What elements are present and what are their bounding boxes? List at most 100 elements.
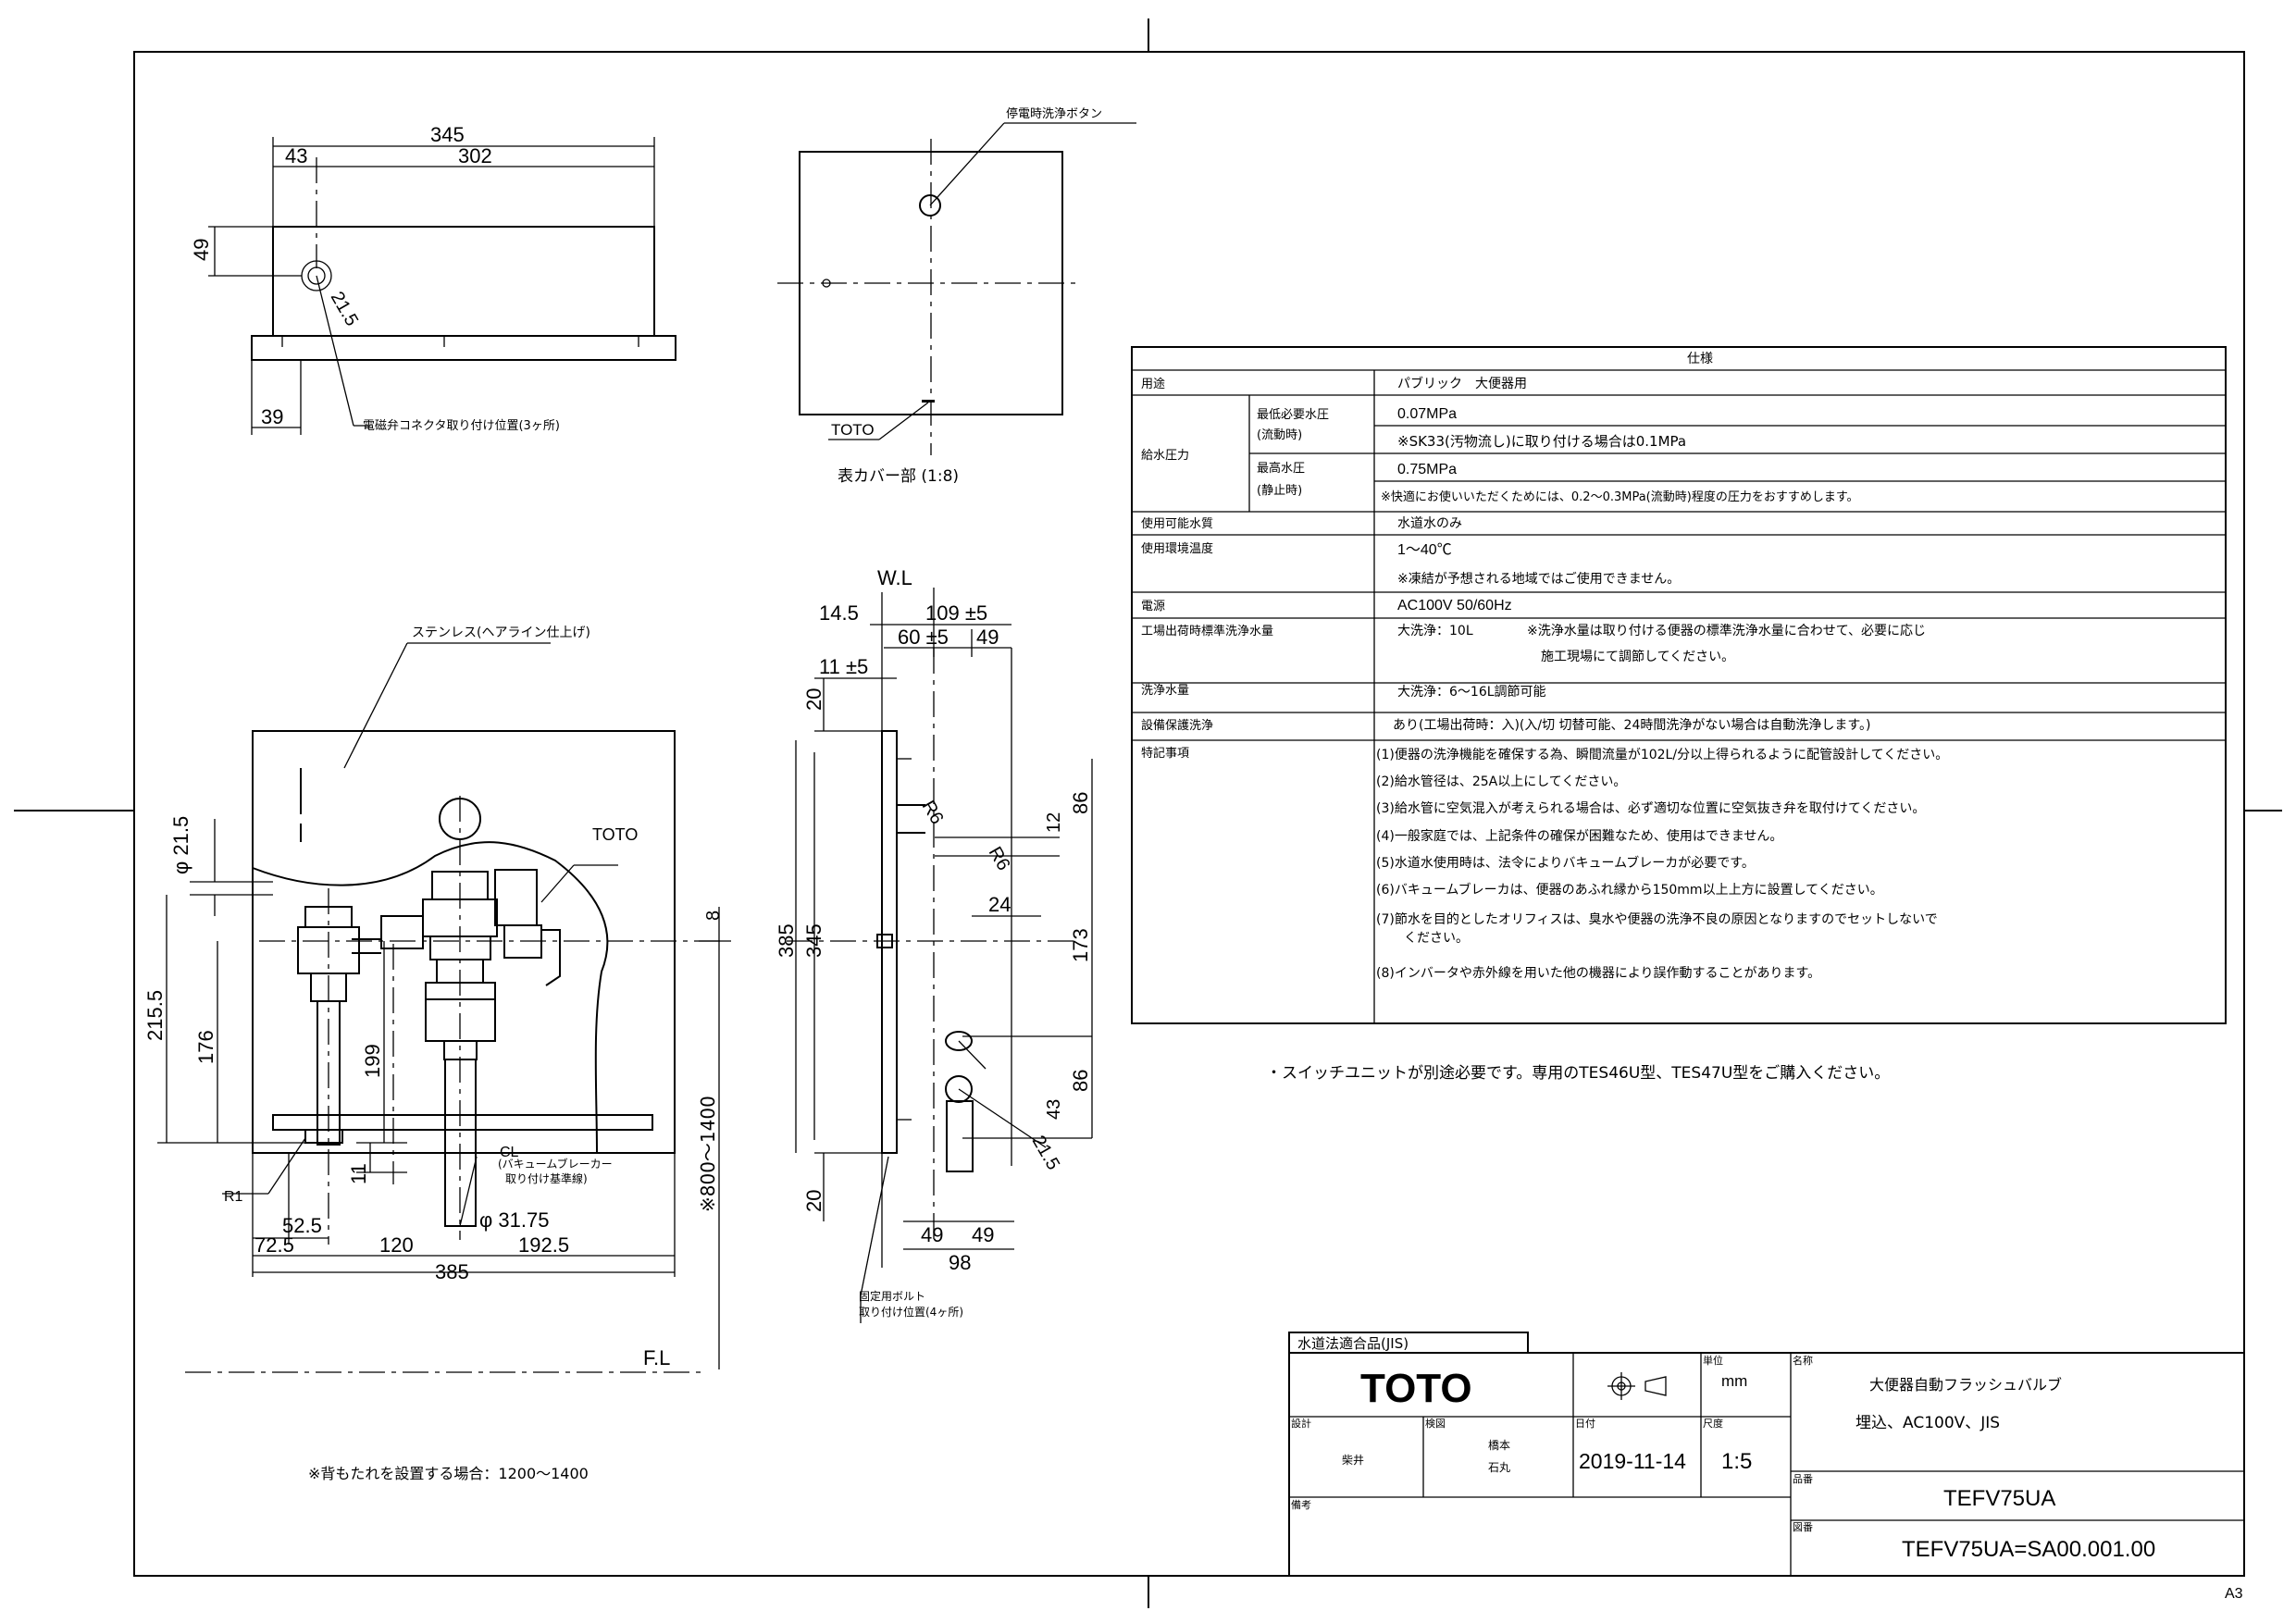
dim-43-side: 43 bbox=[1044, 1099, 1064, 1120]
checker-1: 橋本 bbox=[1488, 1439, 1510, 1452]
side-view: W.L 14.5 109 ±5 60 ±5 49 11 ±5 20 385 34… bbox=[775, 566, 1093, 1323]
dim-120: 120 bbox=[379, 1233, 414, 1257]
dim-72-5: 72.5 bbox=[254, 1233, 294, 1257]
dim-11-side: 11 ±5 bbox=[819, 655, 868, 678]
spec-pressure-sub2: 最高水圧 bbox=[1257, 461, 1305, 476]
spec-factory-label: 工場出荷時標準洗浄水量 bbox=[1141, 624, 1273, 638]
bolt-note-1: 固定用ボルト bbox=[859, 1289, 925, 1303]
dim-215-5: 215.5 bbox=[143, 990, 167, 1041]
material-note: ステンレス(ヘアライン仕上げ) bbox=[412, 626, 590, 640]
dim-20-top: 20 bbox=[802, 688, 825, 711]
dim-39: 39 bbox=[261, 405, 283, 428]
dim-86-bottom: 86 bbox=[1069, 1070, 1092, 1092]
dim-98: 98 bbox=[949, 1251, 971, 1274]
cl-note-1: (バキュームブレーカー bbox=[498, 1157, 613, 1171]
dim-21-5: 21.5 bbox=[327, 289, 363, 330]
spec-note-3: (3)給水管に空気混入が考えられる場合は、必ず適切な位置に空気抜き弁を取付けてく… bbox=[1376, 800, 1925, 816]
dim-11: 11 bbox=[347, 1163, 370, 1184]
spec-temp-label: 使用環境温度 bbox=[1141, 541, 1213, 556]
spec-note-5: (5)水道水使用時は、法令によりバキュームブレーカが必要です。 bbox=[1376, 855, 1755, 871]
spec-pressure-sub2b: (静止時) bbox=[1257, 484, 1302, 498]
sheet-border bbox=[133, 51, 2245, 1577]
spec-water-value: 水道水のみ bbox=[1397, 516, 1462, 531]
dim-52-5: 52.5 bbox=[282, 1214, 322, 1237]
dim-60: 60 ±5 bbox=[898, 626, 949, 649]
spec-table: 仕様 用途 パブリック 大便器用 給水圧力 最低必要水圧 (流動時) 0.07M… bbox=[1131, 346, 2227, 1024]
dim-49-b: 49 bbox=[972, 1223, 994, 1246]
dim-385: 385 bbox=[435, 1260, 469, 1283]
spec-protect-value: あり(工場出荷時：入)(入/切 切替可能、24時間洗浄がない場合は自動洗浄します… bbox=[1393, 718, 1870, 733]
spec-header: 仕様 bbox=[1687, 352, 1713, 366]
unit-value: mm bbox=[1721, 1372, 1747, 1390]
dim-199: 199 bbox=[361, 1044, 384, 1078]
connector-note: 電磁弁コネクタ取り付け位置(3ヶ所) bbox=[363, 419, 560, 433]
dim-43: 43 bbox=[285, 144, 307, 167]
spec-water-label: 使用可能水質 bbox=[1141, 516, 1213, 531]
dim-302: 302 bbox=[458, 144, 492, 167]
title-logo: TOTO bbox=[1360, 1366, 1472, 1411]
spec-note-7b: ください。 bbox=[1404, 931, 1469, 946]
spec-factory-value-c: 施工現場にて調節してください。 bbox=[1541, 649, 1734, 664]
dim-86-top: 86 bbox=[1069, 792, 1092, 814]
front-brand: TOTO bbox=[592, 825, 638, 844]
bolt-note-2: 取り付け位置(4ヶ所) bbox=[859, 1305, 963, 1319]
spec-row-use-label: 用途 bbox=[1141, 377, 1165, 391]
projection-symbol-icon bbox=[1607, 1372, 1667, 1400]
spec-pressure-sub1: 最低必要水圧 bbox=[1257, 408, 1329, 422]
spec-footnote: ・スイッチユニットが別途必要です。専用のTES46U型、TES47U型をご購入く… bbox=[1266, 1064, 1890, 1083]
emergency-button-label: 停電時洗浄ボタン bbox=[1006, 106, 1102, 121]
wl-label: W.L bbox=[877, 566, 912, 589]
dim-pipe-dia: φ 21.5 bbox=[169, 816, 192, 874]
dim-cl: CL bbox=[500, 1145, 519, 1160]
spec-pressure-label: 給水圧力 bbox=[1141, 449, 1189, 463]
spec-factory-value-b: ※洗浄水量は取り付ける便器の標準洗浄水量に合わせて、必要に応じ bbox=[1527, 624, 1926, 638]
name-label: 名称 bbox=[1793, 1354, 1813, 1367]
top-view: 345 43 302 49 39 21.5 電磁弁コネクタ取り付け位置(3ヶ所) bbox=[190, 123, 676, 435]
dim-12: 12 bbox=[1044, 812, 1064, 833]
dim-345-side: 345 bbox=[802, 923, 825, 958]
spec-temp-value2: ※凍結が予想される地域ではご使用できません。 bbox=[1397, 571, 1680, 587]
design-label: 設計 bbox=[1291, 1417, 1311, 1430]
date-value: 2019-11-14 bbox=[1579, 1449, 1686, 1473]
dim-8: 8 bbox=[703, 911, 724, 921]
spec-pressure-val1b: ※SK33(汚物流し)に取り付ける場合は0.1MPa bbox=[1397, 433, 1686, 450]
spec-note-8: (8)インバータや赤外線を用いた他の機器により誤作動することがあります。 bbox=[1376, 966, 1820, 981]
spec-factory-value: 大洗浄：10L bbox=[1397, 624, 1473, 638]
unit-label: 単位 bbox=[1703, 1354, 1723, 1367]
dim-r6-a: R6 bbox=[918, 798, 948, 828]
dim-24: 24 bbox=[988, 893, 1011, 916]
spec-power-value: AC100V 50/60Hz bbox=[1397, 598, 1512, 613]
dim-20-bottom: 20 bbox=[802, 1190, 825, 1212]
product-name-1: 大便器自動フラッシュバルブ bbox=[1869, 1376, 2062, 1394]
spec-flush-value: 大洗浄：6～16L調節可能 bbox=[1397, 684, 1546, 700]
dim-14-5: 14.5 bbox=[819, 601, 859, 625]
title-block: 水道法適合品(JIS) TOTO 単位 mm 尺度 1:5 名称 大便器自動フラ… bbox=[1288, 1332, 2245, 1577]
emergency-button-icon bbox=[919, 194, 941, 217]
spec-note-6: (6)バキュームブレーカは、便器のあふれ縁から150mm以上上方に設置してくださ… bbox=[1376, 882, 1883, 898]
cover-brand: TOTO bbox=[831, 421, 875, 439]
backrest-note: ※背もたれを設置する場合：1200～1400 bbox=[308, 1465, 589, 1482]
model-value: TEFV75UA bbox=[1943, 1486, 2055, 1511]
check-label: 検図 bbox=[1425, 1417, 1446, 1430]
dim-49: 49 bbox=[190, 239, 213, 261]
spec-row-use-value: パブリック 大便器用 bbox=[1397, 376, 1527, 391]
drawing-number: TEFV75UA=SA00.001.00 bbox=[1902, 1537, 2155, 1562]
dim-49-a: 49 bbox=[921, 1223, 943, 1246]
dim-192-5: 192.5 bbox=[518, 1233, 569, 1257]
spec-flush-label: 洗浄水量 bbox=[1141, 684, 1189, 698]
date-label: 日付 bbox=[1575, 1418, 1595, 1430]
spec-temp-value: 1～40℃ bbox=[1397, 542, 1452, 558]
spec-pressure-val2b: ※快適にお使いいただくためには、0.2～0.3MPa(流動時)程度の圧力をおすす… bbox=[1381, 489, 1859, 504]
sheet-size: A3 bbox=[2225, 1586, 2243, 1602]
model-label: 品番 bbox=[1793, 1473, 1813, 1485]
dim-173: 173 bbox=[1069, 928, 1092, 962]
dim-109: 109 ±5 bbox=[925, 601, 987, 625]
dim-49-top: 49 bbox=[976, 626, 999, 649]
drawing-label: 図番 bbox=[1793, 1521, 1813, 1533]
spec-notes-label: 特記事項 bbox=[1141, 746, 1189, 761]
spec-pressure-sub1b: (流動時) bbox=[1257, 428, 1302, 442]
spec-note-4: (4)一般家庭では、上記条件の確保が困難なため、使用はできません。 bbox=[1376, 828, 1782, 844]
dim-r1: R1 bbox=[224, 1189, 243, 1205]
scale-value: 1:5 bbox=[1721, 1449, 1752, 1474]
